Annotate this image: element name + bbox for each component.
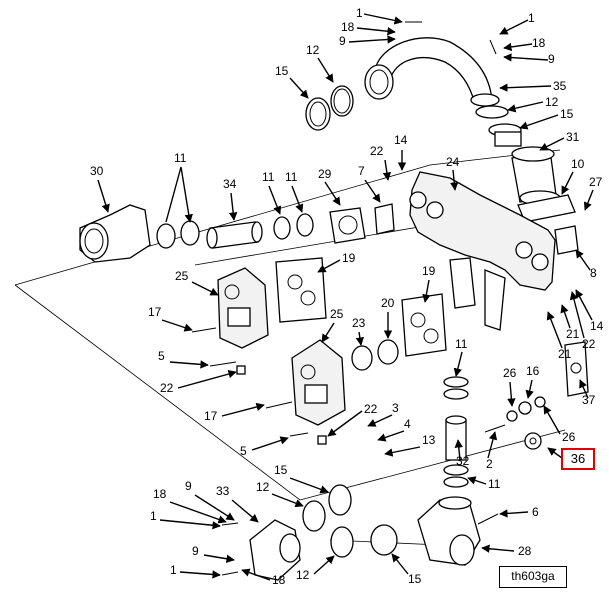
callout-label: 22 [364,402,378,416]
callout-label: 12 [306,43,320,57]
upper-seal-rings [305,85,354,131]
callout-label: 22 [582,337,596,351]
callout-label: 18 [341,20,355,34]
callout-label: 13 [422,433,436,447]
callout-label: 15 [408,572,422,586]
small-components [236,339,546,488]
callout-label: 21 [566,327,580,341]
callout-label: 12 [545,95,559,109]
callout-label: 15 [560,107,574,121]
callout-label: 14 [394,133,408,147]
callout-label: 25 [175,269,189,283]
callout-label: 22 [370,144,384,158]
callout-label: 11 [174,151,187,165]
callout-label: 30 [90,164,104,178]
inlet-housing [79,204,366,263]
drawing-id-label: th603ga [499,566,567,588]
callout-label: 31 [566,130,580,144]
callout-label: 21 [558,347,572,361]
cover-plates [217,267,346,426]
callout-label: 22 [160,381,174,395]
callout-label: 1 [150,509,157,523]
callout-label: 18 [272,573,286,587]
callout-label: 37 [582,393,596,407]
callout-label: 27 [589,175,603,189]
callout-label: 34 [223,177,237,191]
callout-label: 15 [275,64,289,78]
callout-label: 35 [553,79,567,93]
callout-label: 16 [526,364,540,378]
callout-label: 20 [381,296,395,310]
callout-label: 33 [216,484,230,498]
callout-label: 1 [528,11,535,25]
callout-label: 1 [170,563,177,577]
callout-label: 1 [356,6,363,20]
callout-label: 7 [358,164,365,178]
callout-label: 9 [339,34,346,48]
callout-label: 24 [446,155,460,169]
callout-label: 29 [318,167,332,181]
exhaust-elbow-pipe [364,37,500,107]
callout-label: 12 [296,568,310,582]
callout-label: 19 [342,251,356,265]
callout-label: 32 [456,454,470,468]
exhaust-manifold-body [409,171,556,331]
callout-label: 11 [285,170,298,184]
callout-label: 12 [256,480,270,494]
callout-label: 18 [153,487,167,501]
callout-label: 17 [204,409,218,423]
callout-label: 15 [274,463,288,477]
callout-label: 28 [518,544,532,558]
callout-label: 8 [590,266,597,280]
callout-label: 11 [488,477,501,491]
callout-label: 9 [192,544,199,558]
callout-label: 6 [532,505,539,519]
callout-label: 23 [352,316,366,330]
callout-label: 18 [532,36,546,50]
callout-label: 11 [262,170,275,184]
callouts: 1 18 9 1 18 9 12 15 35 12 15 31 10 27 14… [90,6,604,587]
callout-label: 2 [486,457,493,471]
callout-label: 5 [158,349,165,363]
callout-label: 17 [148,305,162,319]
callout-label: 10 [571,157,585,171]
callout-label: 3 [392,401,399,415]
callout-label: 9 [548,52,555,66]
turbo-adapter-stack [475,105,576,223]
callout-label: 14 [590,319,604,333]
gaskets [275,203,589,397]
callout-label: 5 [240,444,247,458]
callout-label: 25 [330,307,344,321]
callout-label: 26 [562,430,576,444]
callout-label: 26 [503,366,517,380]
callout-label: 4 [404,417,411,431]
callout-label: 19 [422,264,436,278]
bolts [191,21,506,576]
callout-label: 11 [455,337,468,351]
highlighted-callout-36[interactable]: 36 [561,448,595,470]
lower-elbows [249,484,481,581]
callout-label: 9 [185,479,192,493]
